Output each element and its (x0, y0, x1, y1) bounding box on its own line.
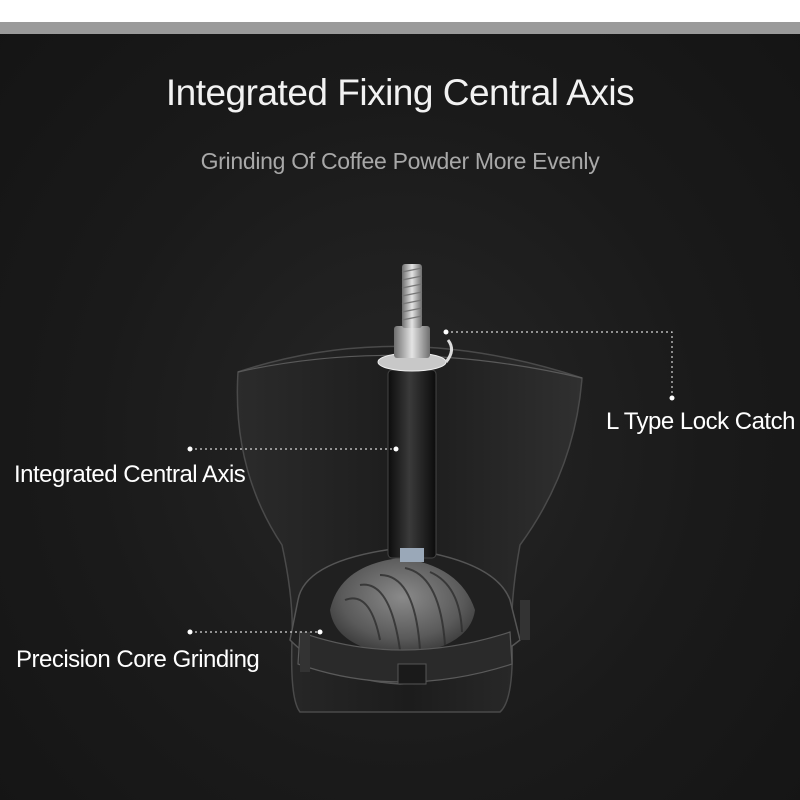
precision-core-label: Precision Core Grinding (16, 646, 259, 674)
central-shaft (388, 370, 436, 558)
central-axis-label: Integrated Central Axis (14, 461, 245, 489)
lock-catch-label: L Type Lock Catch (606, 408, 795, 436)
